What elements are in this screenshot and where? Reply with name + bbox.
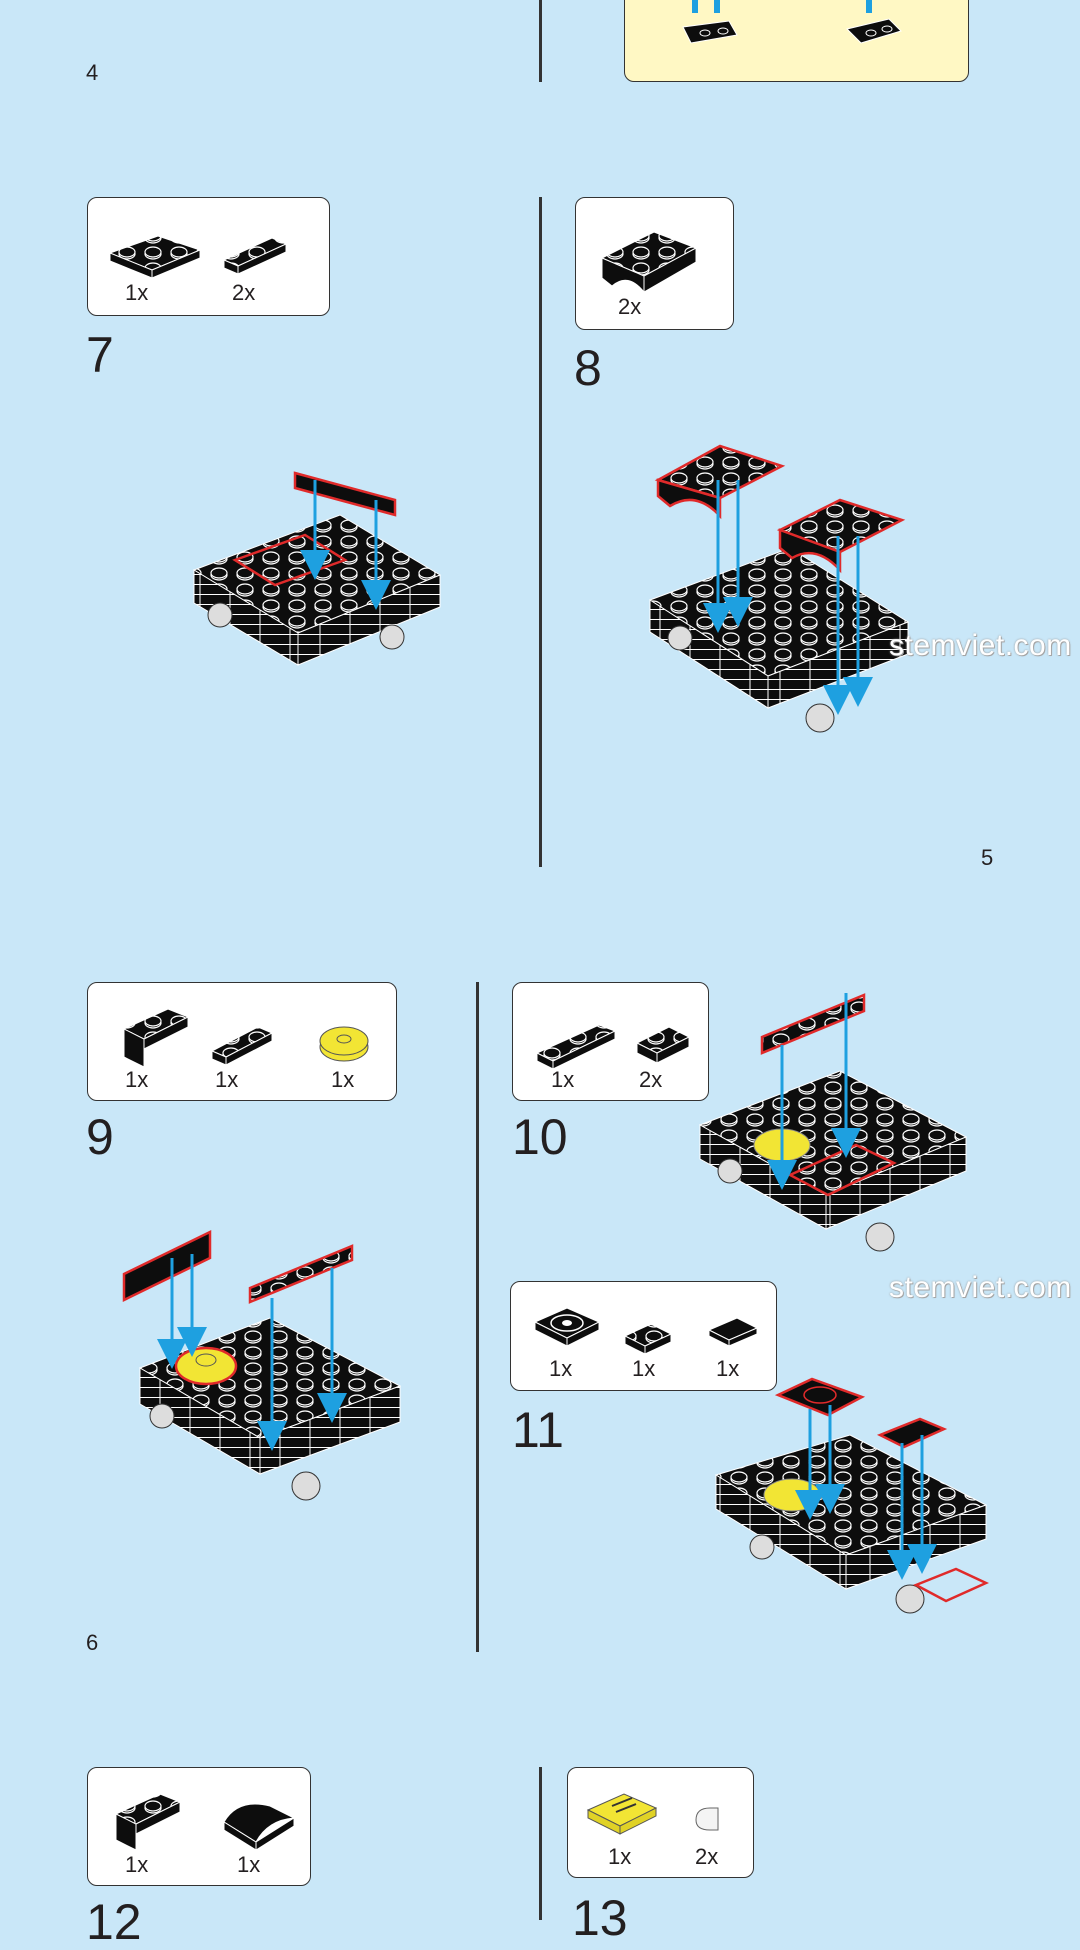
- bracket-icon: [122, 1008, 190, 1068]
- part-qty: 2x: [639, 1067, 663, 1092]
- step-7-assembly: [192, 471, 442, 666]
- parts-box-step-12: 1x 1x: [87, 1767, 311, 1886]
- page-number-4: 4: [86, 60, 99, 85]
- page-divider-top: [539, 0, 542, 82]
- page-number-5: 5: [981, 845, 994, 870]
- step-9-assembly: [122, 1229, 402, 1501]
- parts-box-step-7: 1x 2x: [87, 197, 330, 316]
- part-qty: 1x: [551, 1067, 575, 1092]
- plate-1x4-icon: [210, 1026, 274, 1066]
- part-qty: 2x: [695, 1844, 719, 1869]
- step-number-8: 8: [574, 340, 602, 396]
- curved-slope-icon: [223, 1803, 296, 1851]
- step-number-11: 11: [512, 1402, 564, 1458]
- plate-1x4-icon: [535, 1024, 617, 1070]
- part-qty: 2x: [232, 280, 256, 305]
- grille-tile-icon: [635, 1026, 691, 1064]
- part-qty: 1x: [632, 1356, 656, 1381]
- parts-box-step-8: 2x: [575, 197, 734, 330]
- part-qty: 1x: [716, 1356, 740, 1381]
- page-divider-5: [539, 197, 542, 867]
- part-qty: 1x: [549, 1356, 573, 1381]
- plate-2x4-icon: [108, 235, 202, 279]
- round-tile-white-icon: [695, 1807, 719, 1831]
- parts-box-step-10: 1x 2x: [512, 982, 709, 1101]
- watermark: stemviet.com: [889, 629, 1072, 662]
- parts-box-step-13: 1x 2x: [567, 1767, 754, 1878]
- step-number-7: 7: [86, 327, 114, 383]
- part-qty: 1x: [125, 1067, 149, 1092]
- round-plate-yellow-icon: [319, 1026, 369, 1062]
- step-number-10: 10: [512, 1109, 568, 1165]
- callout-illustration: [682, 0, 902, 44]
- page-divider-6: [476, 982, 479, 1652]
- watermark: stemviet.com: [889, 1271, 1072, 1304]
- step-number-13: 13: [572, 1890, 628, 1946]
- part-qty: 1x: [331, 1067, 355, 1092]
- parts-box-step-11: 1x 1x 1x: [510, 1281, 777, 1391]
- step-number-9: 9: [86, 1109, 114, 1165]
- step-11-assembly: [714, 1377, 990, 1614]
- page-number-6: 6: [86, 1630, 99, 1655]
- page-divider-bottom: [539, 1767, 542, 1920]
- step-number-12: 12: [86, 1894, 142, 1950]
- part-qty: 2x: [618, 294, 642, 319]
- part-qty: 1x: [608, 1844, 632, 1869]
- plate-1x4-icon: [222, 237, 288, 275]
- step-8-assembly: [648, 444, 910, 733]
- part-qty: 1x: [125, 280, 149, 305]
- part-qty: 1x: [237, 1852, 261, 1877]
- plate-1x2-icon: [623, 1323, 673, 1355]
- part-qty: 1x: [215, 1067, 239, 1092]
- parts-box-step-9: 1x 1x 1x: [87, 982, 397, 1101]
- step-10-assembly: [698, 993, 968, 1252]
- bracket-icon: [114, 1793, 182, 1851]
- steering-wheel-plate-icon: [533, 1307, 601, 1347]
- arch-plate-icon: [600, 231, 698, 294]
- callout-box: [624, 0, 969, 82]
- printed-tile-yellow-icon: [586, 1793, 658, 1835]
- tile-1x2-icon: [707, 1317, 759, 1347]
- part-qty: 1x: [125, 1852, 149, 1877]
